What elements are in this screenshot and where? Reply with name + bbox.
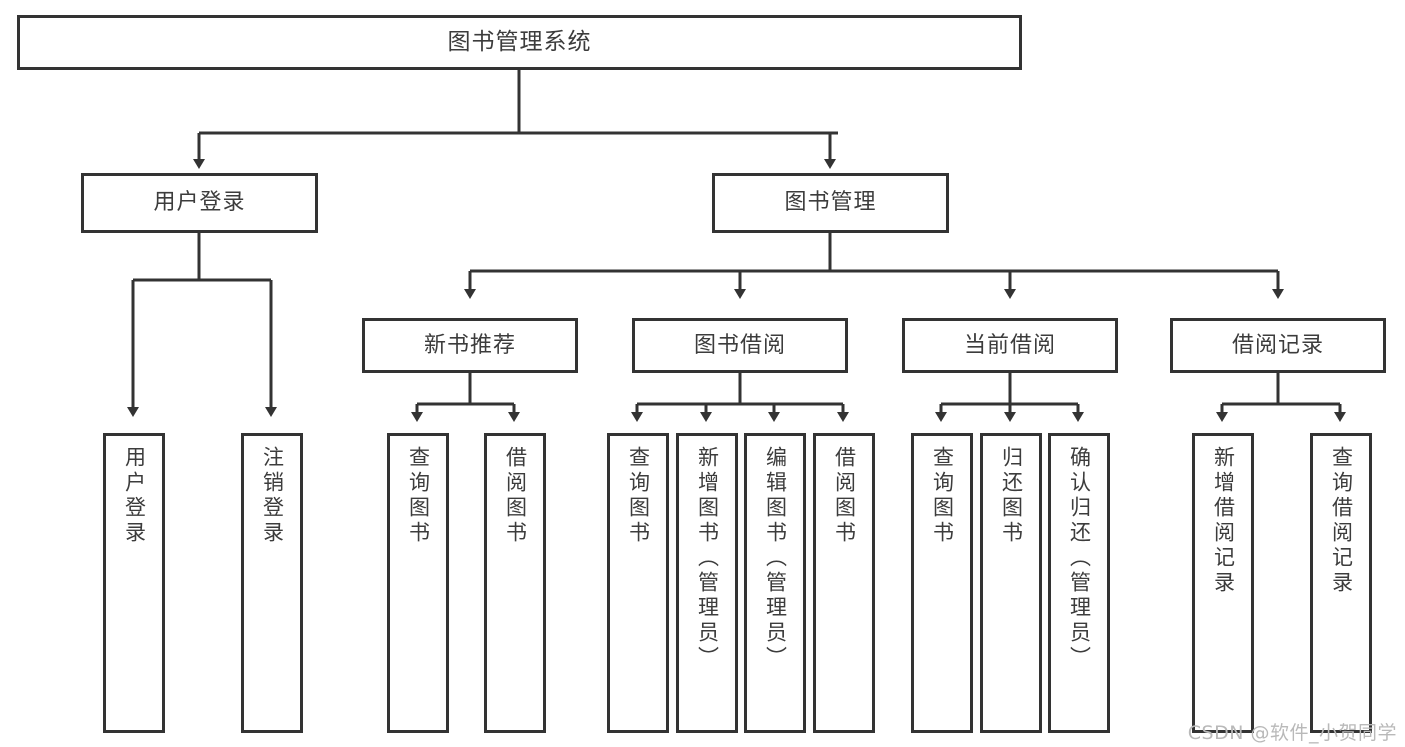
node-user-login-label: 用户登录: [153, 190, 246, 215]
leaf-borrow-book-1-label: 借阅图书: [503, 446, 528, 546]
node-new-book-recommend[interactable]: 新书推荐: [362, 318, 578, 373]
leaf-return-book[interactable]: 归还图书: [980, 433, 1042, 733]
leaf-confirm-return-label: 确认归还（管理员）: [1067, 446, 1092, 671]
leaf-query-book-3[interactable]: 查询图书: [911, 433, 973, 733]
leaf-query-record-label: 查询借阅记录: [1329, 446, 1354, 596]
node-current-borrow[interactable]: 当前借阅: [902, 318, 1118, 373]
leaf-user-login-label: 用户登录: [122, 446, 147, 546]
leaf-edit-book-label: 编辑图书（管理员）: [763, 446, 788, 671]
leaf-query-book-2-label: 查询图书: [626, 446, 651, 546]
node-new-book-recommend-label: 新书推荐: [423, 332, 516, 358]
leaf-query-book-2[interactable]: 查询图书: [607, 433, 669, 733]
leaf-return-book-label: 归还图书: [999, 446, 1024, 546]
leaf-add-record-label: 新增借阅记录: [1211, 446, 1236, 596]
watermark-text: CSDN @软件_小贺同学: [1187, 722, 1397, 744]
leaf-borrow-book-1[interactable]: 借阅图书: [484, 433, 546, 733]
leaf-add-record[interactable]: 新增借阅记录: [1192, 433, 1254, 733]
node-borrow-record-label: 借阅记录: [1231, 332, 1324, 358]
leaf-add-book[interactable]: 新增图书（管理员）: [676, 433, 738, 733]
node-book-borrow[interactable]: 图书借阅: [632, 318, 848, 373]
leaf-add-book-label: 新增图书（管理员）: [695, 446, 720, 671]
leaf-borrow-book-2[interactable]: 借阅图书: [813, 433, 875, 733]
leaf-confirm-return[interactable]: 确认归还（管理员）: [1048, 433, 1110, 733]
node-root-label: 图书管理系统: [447, 29, 592, 55]
node-root[interactable]: 图书管理系统: [17, 15, 1022, 70]
leaf-borrow-book-2-label: 借阅图书: [832, 446, 857, 546]
node-borrow-record[interactable]: 借阅记录: [1170, 318, 1386, 373]
node-book-management-label: 图书管理: [784, 190, 877, 215]
leaf-query-book-3-label: 查询图书: [930, 446, 955, 546]
leaf-user-login[interactable]: 用户登录: [103, 433, 165, 733]
node-book-management[interactable]: 图书管理: [712, 173, 949, 233]
leaf-query-record[interactable]: 查询借阅记录: [1310, 433, 1372, 733]
leaf-logout-login-label: 注销登录: [260, 446, 285, 546]
leaf-query-book-1-label: 查询图书: [406, 446, 431, 546]
leaf-logout-login[interactable]: 注销登录: [241, 433, 303, 733]
node-current-borrow-label: 当前借阅: [963, 332, 1056, 358]
leaf-query-book-1[interactable]: 查询图书: [387, 433, 449, 733]
leaf-edit-book[interactable]: 编辑图书（管理员）: [744, 433, 806, 733]
node-book-borrow-label: 图书借阅: [693, 332, 786, 358]
node-user-login[interactable]: 用户登录: [81, 173, 318, 233]
